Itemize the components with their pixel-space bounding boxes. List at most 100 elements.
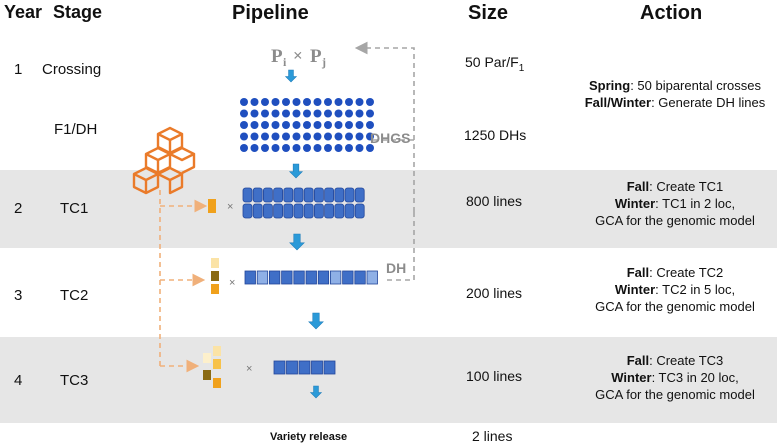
- dh-dot: [366, 109, 374, 118]
- dh-dot: [282, 144, 290, 152]
- tc1-line: [273, 187, 284, 203]
- cross-sub-j: j: [321, 55, 326, 69]
- stage-tc2: TC2: [60, 287, 89, 304]
- dh-dot: [292, 109, 301, 118]
- size-crossing: 50 Par/F1: [465, 54, 524, 74]
- size-tc3: 100 lines: [466, 368, 523, 384]
- action-4-val1: : Create TC3: [649, 353, 724, 368]
- action-4-line3: GCA for the genomic model: [595, 387, 755, 402]
- dh-dot: [261, 144, 269, 152]
- row-band-tc1: [0, 170, 777, 248]
- tc1-line-grid: [242, 187, 365, 219]
- flow-arrows: [284, 69, 324, 399]
- action-1-val1: : 50 biparental crosses: [630, 78, 761, 93]
- stage-tc1: TC1: [60, 200, 89, 217]
- tc1-line: [344, 203, 355, 219]
- dh-dot: [313, 109, 322, 118]
- action-tc3: Fall: Create TC3 Winter: TC3 in 20 loc, …: [575, 352, 775, 403]
- dh-dot: [261, 132, 269, 141]
- dh-dot: [313, 144, 322, 152]
- dh-dot: [303, 132, 311, 141]
- tc2-line: [317, 270, 330, 285]
- dh-dot: [366, 132, 374, 141]
- dh-dot: [292, 132, 301, 141]
- tc1-line: [242, 187, 253, 203]
- dh-dot: [355, 109, 364, 118]
- dh-dot: [292, 144, 301, 152]
- tc2-line: [342, 270, 354, 285]
- tc1-line: [354, 203, 365, 219]
- dhgs-label: DHGS: [370, 130, 410, 146]
- tc1-line: [334, 203, 345, 219]
- down-arrow-icon: [308, 312, 324, 330]
- dh-dot: [324, 144, 332, 152]
- dh-dot: [250, 132, 259, 141]
- cross-p1: P: [271, 46, 283, 67]
- dh-dot: [282, 98, 290, 106]
- dh-dot-grid: [240, 98, 374, 152]
- dh-dot: [261, 109, 269, 118]
- tc2-line-row: [244, 270, 378, 285]
- tc1-line: [283, 187, 294, 203]
- tc1-line: [344, 187, 355, 203]
- dh-dot: [334, 121, 343, 129]
- cross-p2: P: [310, 46, 322, 67]
- dh-dot: [345, 109, 353, 118]
- tester-tc3-4: [203, 370, 211, 380]
- tester-tc3-3: [213, 359, 221, 369]
- dh-dot: [240, 109, 248, 118]
- action-3-val1: : Create TC2: [649, 265, 724, 280]
- tester-tc1-1: [208, 199, 216, 213]
- cross-x: ×: [293, 46, 303, 65]
- action-3-key2: Winter: [614, 282, 656, 297]
- dh-dot: [303, 98, 311, 106]
- dh-dot: [324, 109, 332, 118]
- down-arrow-icon: [288, 163, 304, 179]
- tc1-line: [313, 187, 324, 203]
- tc1-line: [262, 187, 273, 203]
- header-stage: Stage: [53, 2, 103, 22]
- dh-dot: [334, 144, 343, 152]
- tc3-line-row: [273, 360, 336, 375]
- size-tc1: 800 lines: [466, 193, 523, 209]
- action-3-key1: Fall: [626, 265, 650, 280]
- header-year: Year: [4, 2, 43, 22]
- dh-dot: [271, 109, 280, 118]
- dh-label: DH: [386, 260, 406, 276]
- dh-dot: [345, 121, 353, 129]
- dh-dot: [303, 121, 311, 129]
- tc1-line: [324, 187, 335, 203]
- dh-dot: [250, 109, 259, 118]
- action-tc1: Fall: Create TC1 Winter: TC1 in 2 loc, G…: [575, 178, 775, 229]
- tc3-line: [298, 360, 311, 375]
- tc2-line: [354, 270, 366, 285]
- tc1-line: [293, 203, 304, 219]
- dh-dot: [271, 132, 280, 141]
- tc2-line: [281, 270, 293, 285]
- dh-dot: [345, 98, 353, 106]
- dh-dot: [271, 144, 280, 152]
- tc1-line: [324, 203, 335, 219]
- action-1-key2: Fall/Winter: [584, 95, 652, 110]
- times-tc1: ×: [227, 201, 233, 213]
- size-crossing-main: 50 Par/F: [465, 54, 519, 70]
- action-2-val2: : TC1 in 2 loc,: [655, 196, 736, 211]
- row-band-tc3: [0, 337, 777, 423]
- tc1-line: [283, 203, 294, 219]
- year-4: 4: [14, 372, 23, 389]
- dh-dot: [261, 121, 269, 129]
- action-crossing: Spring: 50 biparental crosses Fall/Winte…: [575, 77, 775, 111]
- dh-dot: [240, 121, 248, 129]
- variety-size: 2 lines: [472, 428, 512, 444]
- dh-dot: [345, 132, 353, 141]
- tc1-line: [354, 187, 365, 203]
- dh-dot: [366, 144, 374, 152]
- times-tc2: ×: [229, 277, 235, 289]
- tc2-line: [268, 270, 281, 285]
- dh-dot: [313, 132, 322, 141]
- stacked-cubes-icon: [132, 126, 196, 195]
- dh-dot: [334, 98, 343, 106]
- cross-sub-i: i: [283, 55, 287, 69]
- dh-dot: [324, 132, 332, 141]
